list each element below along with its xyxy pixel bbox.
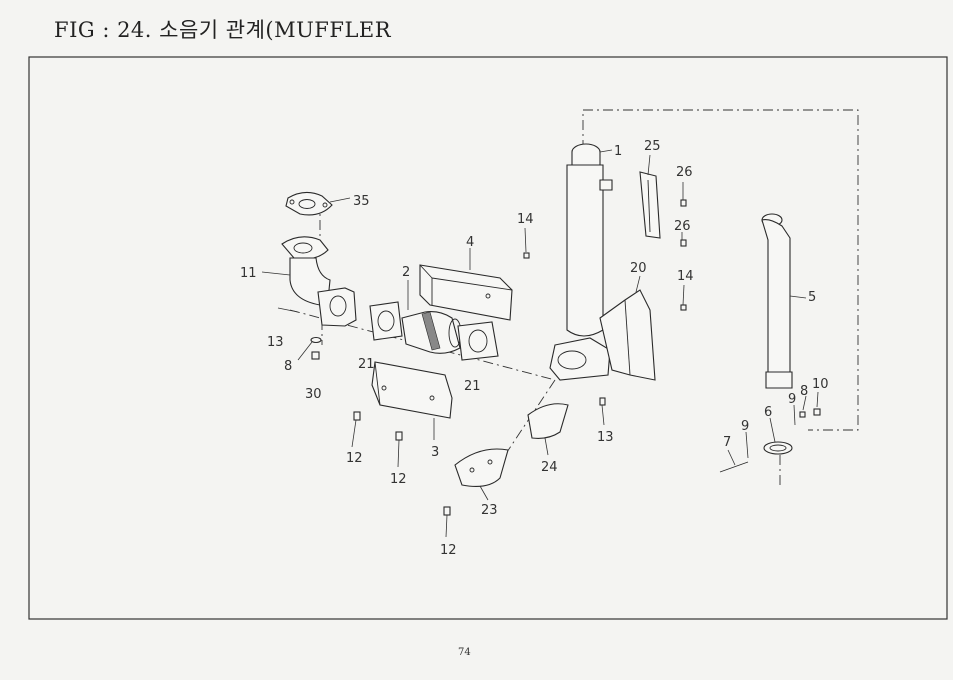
part-20-support (599, 289, 656, 381)
callout-12: 12 (346, 451, 363, 466)
part-5-tail-pipe (761, 213, 793, 389)
part-1-silencer-tube (549, 143, 613, 381)
page-number: 74 (458, 647, 471, 658)
part-3-bottom-cover (371, 361, 453, 419)
bolts-and-nuts (310, 199, 821, 516)
callout-7: 7 (723, 435, 731, 450)
callout-20: 20 (630, 261, 647, 276)
callout-12: 12 (440, 543, 457, 558)
callout-4: 4 (466, 235, 474, 250)
callout-12: 12 (390, 472, 407, 487)
washer-30 (311, 351, 320, 360)
bolt-14-b (680, 304, 687, 311)
part-6-clamp (763, 441, 793, 455)
part-35-gasket (285, 191, 333, 216)
callout-35: 35 (353, 194, 370, 209)
callout-1: 1 (614, 144, 622, 159)
bolt-14-a (523, 252, 530, 259)
callout-24: 24 (541, 460, 558, 475)
part-24-shield (527, 403, 569, 439)
nut-10 (813, 408, 821, 416)
callout-25: 25 (644, 139, 661, 154)
callout-13: 13 (267, 335, 284, 350)
callout-30: 30 (305, 387, 322, 402)
callout-21: 21 (464, 379, 481, 394)
callout-9: 9 (788, 392, 796, 407)
callout-14: 14 (517, 212, 534, 227)
callout-5: 5 (808, 290, 816, 305)
part-3-muffler-core (401, 311, 462, 354)
callout-2: 2 (402, 265, 410, 280)
callout-labels: 35 11 13 8 30 2 4 21 21 3 12 12 12 14 14… (240, 139, 829, 558)
callout-3: 3 (431, 445, 439, 460)
callout-21: 21 (358, 357, 375, 372)
part-21-right-flange (457, 321, 499, 361)
callout-10: 10 (812, 377, 829, 392)
bolt-12-c (443, 506, 451, 516)
callout-26: 26 (676, 165, 693, 180)
bolt-7 (719, 461, 749, 473)
callout-26: 26 (674, 219, 691, 234)
callout-9: 9 (741, 419, 749, 434)
bolt-12-b (395, 431, 403, 441)
part-21-left-flange (369, 301, 403, 341)
diagram-frame (28, 56, 948, 620)
callout-8: 8 (800, 384, 808, 399)
bolt-13-b (599, 397, 606, 406)
nut-8-b (799, 411, 806, 418)
callout-6: 6 (764, 405, 772, 420)
bolt-26-a (680, 199, 687, 207)
part-23-shield (454, 448, 509, 487)
leader-lines (261, 149, 819, 538)
bolt-12-a (353, 411, 361, 421)
bolt-26-b (680, 239, 687, 247)
part-4-top-cover (419, 264, 513, 321)
callout-13: 13 (597, 430, 614, 445)
part-25-bracket (639, 171, 661, 239)
callout-23: 23 (481, 503, 498, 518)
callout-14: 14 (677, 269, 694, 284)
part-11-exhaust-elbow (281, 236, 357, 327)
callout-8: 8 (284, 359, 292, 374)
nut-8-a (310, 336, 322, 344)
callout-11: 11 (240, 266, 257, 281)
page-title: FIG : 24. 소음기 관계(MUFFLER (54, 18, 392, 42)
